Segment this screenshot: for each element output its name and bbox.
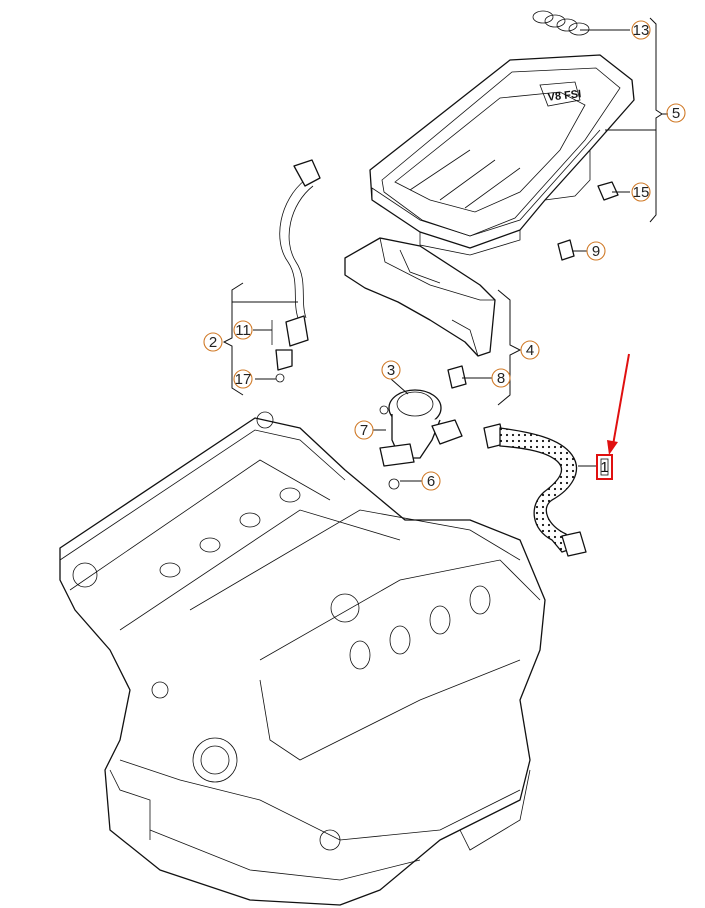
cover-badge-text: V8 FSI bbox=[547, 88, 582, 103]
oil-separator bbox=[379, 389, 463, 490]
callout-13-label: 11 bbox=[235, 322, 251, 339]
intake-cover bbox=[344, 237, 496, 357]
engine-cover: V8 FSI bbox=[369, 10, 635, 256]
highlight-arrow bbox=[607, 353, 630, 455]
callout-8[interactable]: 8 bbox=[491, 368, 511, 388]
callout-11-label: 13 bbox=[633, 22, 650, 39]
callout-7-label: 7 bbox=[360, 422, 368, 439]
callout-1-highlighted[interactable]: 1 bbox=[596, 454, 613, 480]
clip-part-9 bbox=[557, 239, 575, 261]
callout-6[interactable]: 6 bbox=[421, 471, 441, 491]
callout-13[interactable]: 11 bbox=[233, 320, 253, 340]
callout-6-label: 6 bbox=[427, 473, 435, 490]
callout-17-label: 17 bbox=[235, 371, 252, 388]
crankcase-hose bbox=[483, 423, 587, 557]
callout-8-label: 8 bbox=[497, 370, 505, 387]
callout-5-label: 5 bbox=[672, 105, 680, 122]
callout-9-label: 9 bbox=[592, 243, 600, 260]
callout-15[interactable]: 15 bbox=[631, 182, 651, 202]
callout-3[interactable]: 3 bbox=[381, 360, 401, 380]
callout-3-label: 3 bbox=[387, 362, 395, 379]
callout-1-label: 1 bbox=[600, 459, 608, 476]
engine-block bbox=[59, 411, 546, 906]
callout-17[interactable]: 17 bbox=[233, 369, 253, 389]
callout-2[interactable]: 2 bbox=[203, 332, 223, 352]
clip-part-8 bbox=[447, 365, 467, 389]
callout-7[interactable]: 7 bbox=[354, 420, 374, 440]
callout-2-label: 2 bbox=[209, 334, 217, 351]
callout-15-label: 15 bbox=[633, 184, 650, 201]
callout-5[interactable]: 5 bbox=[666, 103, 686, 123]
callout-11[interactable]: 13 bbox=[631, 20, 651, 40]
leader-lines bbox=[222, 17, 668, 482]
callout-9[interactable]: 9 bbox=[586, 241, 606, 261]
callout-4[interactable]: 4 bbox=[520, 340, 540, 360]
callout-4-label: 4 bbox=[526, 342, 534, 359]
breather-pipe bbox=[271, 159, 321, 383]
